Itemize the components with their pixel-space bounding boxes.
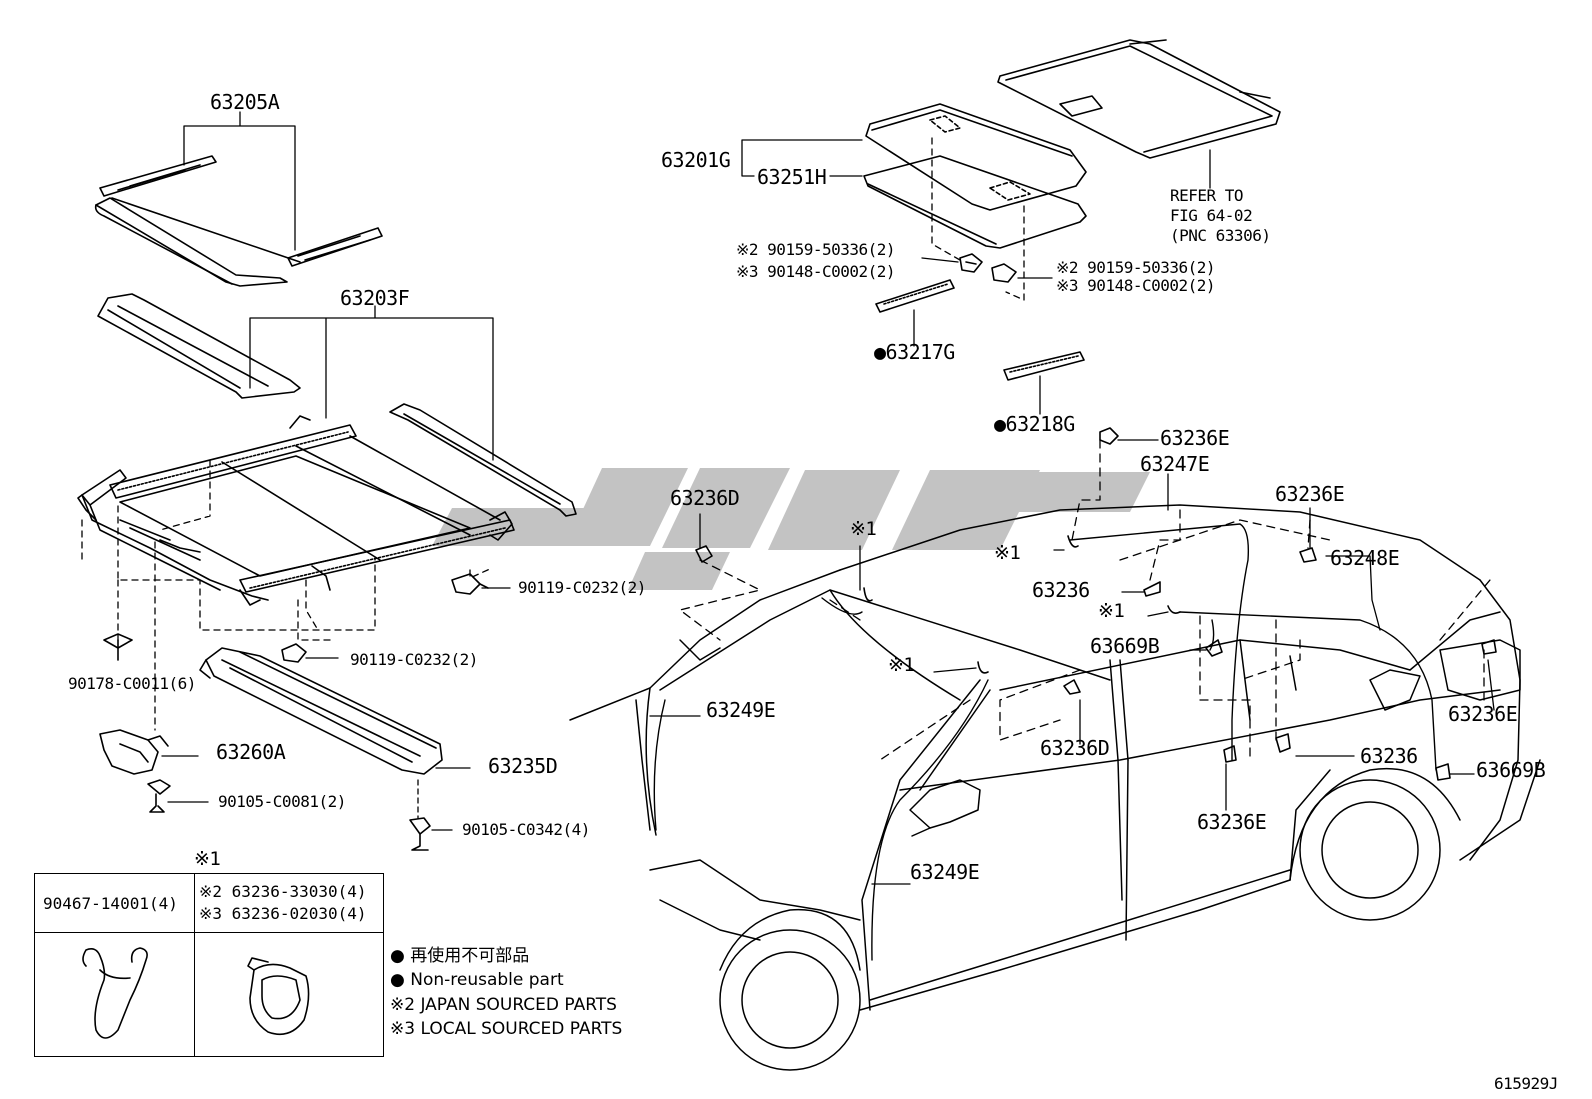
glass-panel-63201g-drawing xyxy=(863,103,1087,249)
roof-glass-ref-drawing xyxy=(997,39,1281,159)
figure-id: 615929J xyxy=(1494,1074,1558,1093)
label-63235d: 63235D xyxy=(488,754,558,778)
bolt-90119-b xyxy=(281,643,307,663)
label-63251h: 63251H xyxy=(757,165,827,189)
table-col-divider xyxy=(194,874,195,1056)
hose-clamp-illustration xyxy=(247,957,310,1036)
legend-line-2: ● Non-reusable part xyxy=(390,970,564,990)
label-90159-left: ※2 90159-50336(2) xyxy=(736,240,896,259)
strip-63217g-drawing xyxy=(875,279,955,313)
bolt-90119-a xyxy=(451,573,489,595)
label-63236e-bottom: 63236E xyxy=(1197,810,1267,834)
label-63236d-mid: 63236D xyxy=(1040,736,1110,760)
label-refer-line1: REFER TO xyxy=(1170,186,1244,205)
label-90148-right: ※3 90148-C0002(2) xyxy=(1056,276,1216,295)
label-refer-line3: (PNC 63306) xyxy=(1170,226,1271,245)
label-63247e: 63247E xyxy=(1140,452,1210,476)
label-63236e-rear: 63236E xyxy=(1448,702,1518,726)
mark-1-c: ※1 xyxy=(1098,600,1125,622)
label-90105-a: 90105-C0081(2) xyxy=(218,792,346,811)
label-90148-left: ※3 90148-C0002(2) xyxy=(736,262,896,281)
strip-63218g-drawing xyxy=(1003,351,1085,381)
mark-1-b: ※1 xyxy=(994,542,1021,564)
label-63236d-top: 63236D xyxy=(670,486,740,510)
label-63236e-right: 63236E xyxy=(1275,482,1345,506)
table-mark: ※1 xyxy=(194,848,221,870)
nut-left-drawing xyxy=(959,253,983,273)
front-rail-drawing xyxy=(97,293,301,399)
frame-mount-dashes xyxy=(81,459,493,731)
table-cell-right-2: ※3 63236-02030(4) xyxy=(199,904,367,923)
label-90119-a: 90119-C0232(2) xyxy=(518,578,646,597)
car-leaders xyxy=(649,439,1495,885)
nut-right-drawing xyxy=(991,263,1017,283)
motor-63260a-drawing xyxy=(99,729,169,775)
label-63201g: 63201G xyxy=(661,148,731,172)
clip-icons xyxy=(695,427,1497,781)
label-90119-b: 90119-C0232(2) xyxy=(350,650,478,669)
clip-wire-illustration xyxy=(82,947,148,1039)
note-table: 90467-14001(4) ※2 63236-33030(4) ※3 6323… xyxy=(34,873,384,1057)
clip-90178 xyxy=(103,633,133,661)
sunshade-63205a-drawing xyxy=(94,155,383,287)
drain-hoses xyxy=(653,523,1437,961)
rear-member-63235d-drawing xyxy=(199,647,443,775)
label-63217g: ●63217G xyxy=(874,340,955,364)
label-90105-b: 90105-C0342(4) xyxy=(462,820,590,839)
label-90178: 90178-C0011(6) xyxy=(68,674,196,693)
car-body-drawing xyxy=(569,504,1541,1071)
mark-1-a: ※1 xyxy=(850,518,877,540)
mark-1-d: ※1 xyxy=(888,654,915,676)
label-63248e: 63248E xyxy=(1330,546,1400,570)
bolt-90105-b xyxy=(409,817,431,851)
legend-line-1: ● 再使用不可部品 xyxy=(390,946,530,966)
table-cell-right-1: ※2 63236-33030(4) xyxy=(199,882,367,901)
table-cell-left: 90467-14001(4) xyxy=(43,894,178,913)
label-63669b-b: 63669B xyxy=(1476,758,1546,782)
legend-line-3: ※2 JAPAN SOURCED PARTS xyxy=(390,995,617,1015)
bolt-90105-a xyxy=(147,779,171,813)
table-row-divider xyxy=(35,932,383,933)
label-63236-a: 63236 xyxy=(1032,578,1090,602)
label-63669b-a: 63669B xyxy=(1090,634,1160,658)
label-63236e-top: 63236E xyxy=(1160,426,1230,450)
label-63236-b: 63236 xyxy=(1360,744,1418,768)
label-63218g: ●63218G xyxy=(994,412,1075,436)
side-rail-drawing xyxy=(389,403,577,517)
label-63249e-front: 63249E xyxy=(706,698,776,722)
legend-line-4: ※3 LOCAL SOURCED PARTS xyxy=(390,1019,623,1039)
label-63203f: 63203F xyxy=(340,286,410,310)
hose-dash-references xyxy=(679,439,1491,761)
label-90159-right: ※2 90159-50336(2) xyxy=(1056,258,1216,277)
label-63249e-side: 63249E xyxy=(910,860,980,884)
label-63260a: 63260A xyxy=(216,740,286,764)
label-refer-line2: FIG 64-02 xyxy=(1170,206,1253,225)
sunroof-frame-63203f-drawing xyxy=(77,415,515,606)
label-63205a: 63205A xyxy=(210,90,280,114)
watermark-logo xyxy=(432,468,1150,590)
